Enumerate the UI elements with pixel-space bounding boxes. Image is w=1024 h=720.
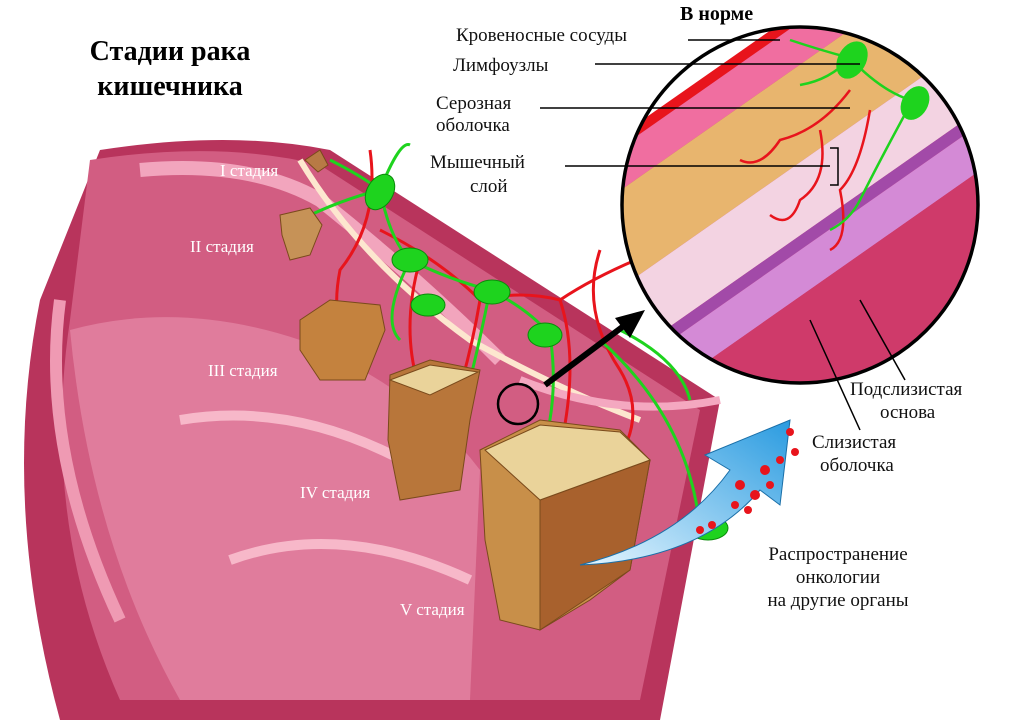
stage-3-label: III стадия (208, 361, 278, 380)
stage-1-label: I стадия (220, 161, 278, 180)
title-line-2: кишечника (97, 71, 242, 102)
leader-lines (540, 39, 906, 431)
magnifier-circle (620, 25, 980, 385)
mucosa-label-2: оболочка (820, 455, 894, 476)
mucosa-label-1: Слизистая (812, 432, 896, 453)
serosa-label-2: оболочка (436, 115, 510, 136)
stage-2-label: II стадия (190, 237, 254, 256)
title-line-1: Стадии рака (90, 36, 251, 67)
tumors (279, 149, 651, 631)
muscle-label-2: слой (470, 176, 508, 197)
submucosa-label-2: основа (880, 402, 936, 423)
stage-4-label: IV стадия (300, 483, 370, 502)
submucosa-label-1: Подслизистая (850, 379, 962, 400)
muscle-label-1: Мышечный (430, 152, 525, 173)
lymph-nodes (364, 173, 729, 541)
stage-5-label: V стадия (400, 600, 465, 619)
zoom-arrow (543, 310, 645, 388)
spread-label-2: онкологии (796, 567, 880, 588)
serosa-label-1: Серозная (436, 93, 511, 114)
lymph-nodes-label: Лимфоузлы (453, 55, 549, 76)
normal-label: В норме (680, 3, 753, 25)
zoom-origin-circle (496, 382, 540, 426)
spread-arrow (579, 419, 799, 566)
blood-vessels-label: Кровеносные сосуды (456, 25, 627, 46)
spread-label-3: на другие органы (767, 590, 908, 611)
spread-label-1: Распространение (768, 544, 907, 565)
